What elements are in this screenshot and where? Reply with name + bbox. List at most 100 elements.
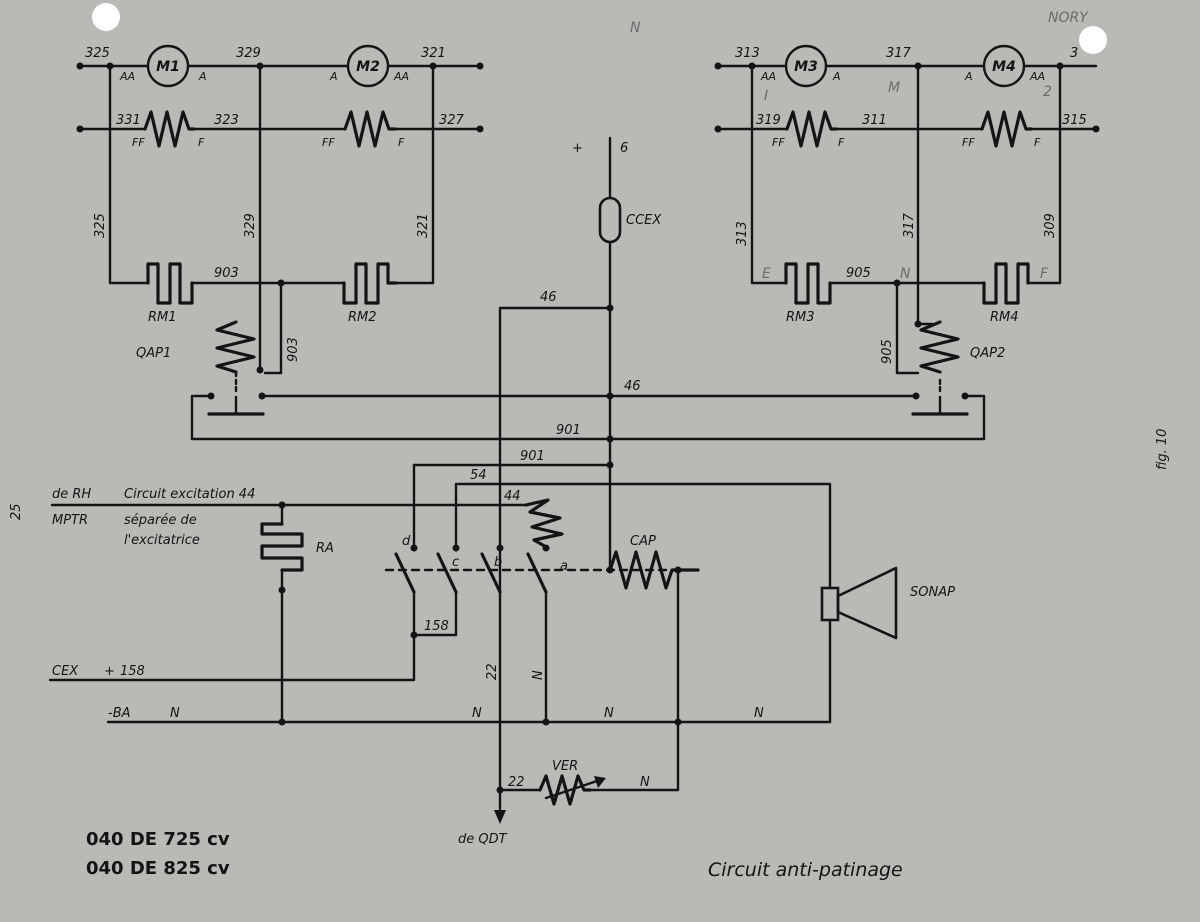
contact-a-label: a <box>560 559 568 574</box>
wire-label-329: 329 <box>236 46 261 61</box>
punch-hole <box>1079 26 1107 54</box>
wire-label-n-vertical: N <box>531 670 546 680</box>
wire-label-325: 325 <box>85 46 110 61</box>
note-ba-n: N <box>170 706 180 721</box>
terminal-dot <box>714 125 722 133</box>
wire-label-319: 319 <box>756 113 781 128</box>
supply-plus: + <box>572 141 583 156</box>
figure-title: Circuit anti-patinage <box>708 859 903 881</box>
terminal-ff: FF <box>132 136 145 149</box>
wire-label-325-vertical: 325 <box>93 213 108 238</box>
contact-dot <box>542 544 550 552</box>
punch-hole <box>92 3 120 31</box>
terminal-f: F <box>1034 136 1041 149</box>
wire-label-22-vertical: 22 <box>485 663 500 680</box>
terminal-dot <box>714 62 722 70</box>
wire-label-903-vertical: 903 <box>286 337 301 362</box>
contact-c: c <box>436 544 460 637</box>
relay-coil-qap2 <box>919 320 960 374</box>
wire-label-313: 313 <box>735 46 760 61</box>
contact-d: d <box>394 534 418 637</box>
wire-cex-158 <box>48 633 416 682</box>
resistor-cap-label: CAP <box>630 534 656 549</box>
control-circuit: + 6 CCEX 46 46 901 901 54 44 <box>48 136 986 847</box>
motor-m2 <box>346 44 390 88</box>
terminal-ff: FF <box>772 136 785 149</box>
left-motor-group: M1 M2 325 329 321 AA A A AA 331 323 327 … <box>76 44 484 416</box>
terminal-a: A <box>329 70 338 83</box>
note-cex: CEX <box>52 664 79 679</box>
pencil-note-e: E <box>762 266 771 282</box>
wire-label-313-vertical: 313 <box>735 221 750 246</box>
contact-b: b <box>480 544 504 594</box>
wire-label-901: 901 <box>556 423 581 438</box>
relay-qap1-label: QAP1 <box>136 346 171 361</box>
supply-6: 6 <box>620 141 628 156</box>
right-motor-group: M3 M4 313 317 3 AA A A AA I M 2 319 311 … <box>714 44 1100 416</box>
rheostat-wiper <box>544 778 602 800</box>
wire-label-44: 44 <box>504 489 521 504</box>
terminal-aa: AA <box>393 70 409 83</box>
wire-label-n-bottom: N <box>640 775 650 790</box>
arrow-down-icon <box>494 810 506 824</box>
pencil-note-i: I <box>764 88 768 104</box>
wire-label-901-b: 901 <box>520 449 545 464</box>
junction-dot <box>278 586 286 594</box>
pencil-note-top: N <box>630 20 641 36</box>
pencil-note-nory: NORY <box>1048 10 1089 26</box>
field-winding-1 <box>143 110 196 148</box>
wire-label-317: 317 <box>886 46 912 61</box>
wire-label-323: 323 <box>214 113 239 128</box>
relay-ccex-label: CCEX <box>626 213 662 228</box>
junction-dot <box>542 718 550 726</box>
note-separee: séparée de <box>124 513 197 528</box>
motor-m4-label: M4 <box>992 59 1016 75</box>
terminal-dot <box>1092 125 1100 133</box>
wire-54 <box>454 482 832 590</box>
page-number: 25 <box>9 503 24 520</box>
wire-label-317-vertical: 317 <box>902 212 917 238</box>
junction-dot <box>606 566 614 574</box>
contact-b-blade <box>480 552 502 594</box>
rheostat-ver <box>538 774 592 806</box>
wire-label-321: 321 <box>421 46 446 61</box>
motor-m4 <box>982 44 1026 88</box>
junction-dot <box>256 366 264 374</box>
contact-dot <box>452 544 460 552</box>
field-winding-3 <box>785 110 838 148</box>
rheostat-ver-label: VER <box>552 759 578 774</box>
contact-d-blade <box>394 552 416 594</box>
terminal-aa: AA <box>1029 70 1045 83</box>
pencil-note-n: N <box>900 266 911 282</box>
contact-dot <box>496 544 504 552</box>
field-winding-2 <box>343 110 397 148</box>
wire-label-311: 311 <box>862 113 887 128</box>
relay-qap2-label: QAP2 <box>970 346 1005 361</box>
terminal-dot <box>476 62 484 70</box>
wire-label-329-vertical: 329 <box>243 213 258 238</box>
pencil-note-m: M <box>888 80 900 96</box>
contact-a: a <box>526 544 568 724</box>
wire-label-905-vertical: 905 <box>880 339 895 364</box>
wire-label-327: 327 <box>439 113 465 128</box>
note-circuit-excitation: Circuit excitation 44 <box>124 487 255 502</box>
resistor-cap <box>608 550 700 590</box>
wire-label-321-vertical: 321 <box>416 213 431 238</box>
contact-dot <box>410 544 418 552</box>
note-n: N <box>472 706 482 721</box>
note-de-rh: de RH <box>52 487 91 502</box>
resistor-rm2-label: RM2 <box>348 310 377 325</box>
note-mptr: MPTR <box>52 513 88 528</box>
qdt-label: de QDT <box>458 832 508 847</box>
motor-m1-label: M1 <box>156 59 180 75</box>
model-line-1: 040 DE 725 cv <box>86 829 230 850</box>
pencil-note-f: F <box>1040 266 1049 282</box>
motor-m1 <box>146 44 190 88</box>
terminal-a: A <box>832 70 841 83</box>
sonap-horn-icon <box>836 566 898 640</box>
contact-a-blade <box>526 552 548 594</box>
terminal-a: A <box>198 70 207 83</box>
wire-label-158: 158 <box>424 619 449 634</box>
wire-label-3: 3 <box>1070 46 1078 61</box>
